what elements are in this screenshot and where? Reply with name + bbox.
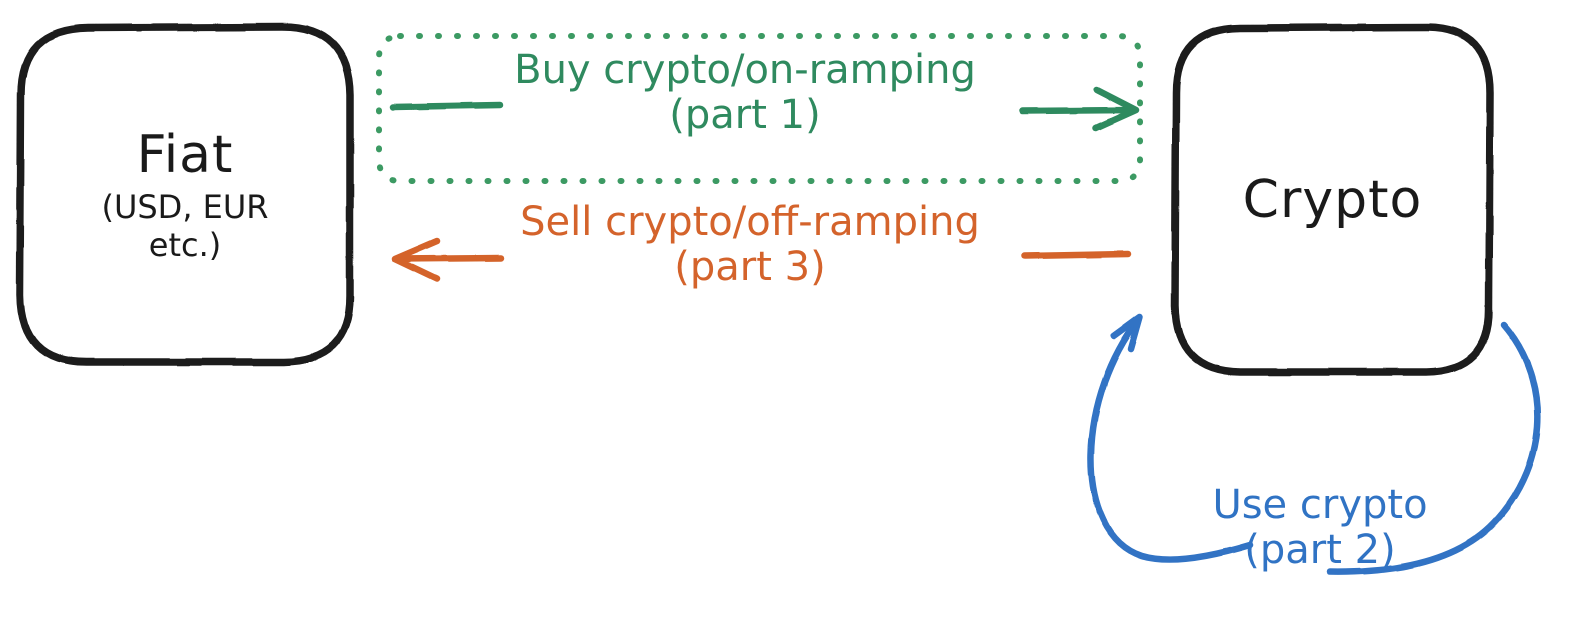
node-fiat-subtitle-line2: etc.) xyxy=(148,225,222,264)
crypto-node-outline[interactable] xyxy=(1171,23,1494,376)
onramp-highlight-box xyxy=(376,33,1143,184)
edge-label-usecrypto: Use crypto (part 2) xyxy=(1160,483,1480,573)
edge-label-onramp: Buy crypto/on-ramping (part 1) xyxy=(455,48,1035,138)
node-crypto-title: Crypto xyxy=(1242,169,1423,230)
node-fiat[interactable]: Fiat (USD, EUR etc.) xyxy=(20,27,350,362)
onramp-arrow xyxy=(389,86,1140,132)
usecrypto-loop-arrow xyxy=(1087,313,1542,576)
edge-label-offramp: Sell crypto/off-ramping (part 3) xyxy=(460,200,1040,290)
node-crypto[interactable]: Crypto xyxy=(1175,27,1490,372)
edge-label-onramp-line1: Buy crypto/on-ramping xyxy=(514,47,976,93)
edge-label-offramp-line1: Sell crypto/off-ramping xyxy=(520,199,980,245)
edge-label-onramp-line2: (part 1) xyxy=(669,91,821,138)
node-fiat-title: Fiat xyxy=(136,124,234,185)
offramp-arrow xyxy=(391,237,1132,283)
node-fiat-subtitle: (USD, EUR etc.) xyxy=(101,187,269,265)
node-fiat-subtitle-line1: (USD, EUR xyxy=(101,187,269,226)
edge-label-usecrypto-line2: (part 2) xyxy=(1244,526,1396,573)
fiat-node-outline[interactable] xyxy=(16,23,354,366)
edge-label-usecrypto-line1: Use crypto xyxy=(1212,482,1428,528)
edge-label-offramp-line2: (part 3) xyxy=(674,243,826,290)
